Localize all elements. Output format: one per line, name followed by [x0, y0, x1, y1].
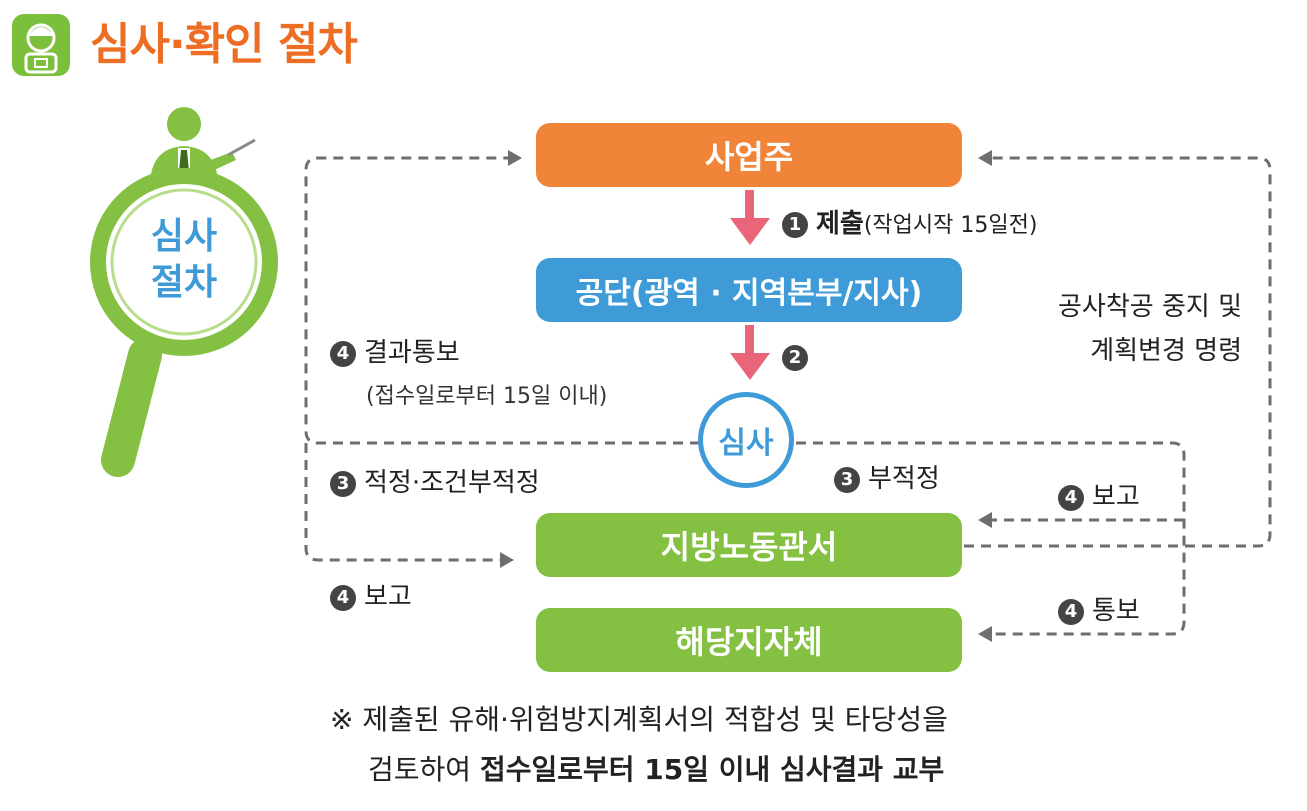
step-number-badge: 3 [834, 466, 860, 493]
magnifier-label-line2: 절차 [150, 262, 218, 303]
arrow-review [730, 325, 770, 380]
footnote-line2-normal: 검토하여 [368, 753, 480, 786]
report-right-label: 4 보고 [1058, 476, 1140, 513]
submit-sub: (작업시작 15일전) [863, 213, 1038, 238]
magnifier-icon [90, 168, 278, 477]
result-notice-text: 결과통보 [364, 338, 460, 368]
agency-box: 공단(광역 · 지역본부/지사) [536, 258, 962, 322]
report-left-label: 4 보고 [330, 576, 412, 613]
report-right-text: 보고 [1092, 482, 1140, 512]
notify-text: 통보 [1092, 596, 1140, 626]
step-number-badge: 4 [1058, 484, 1084, 511]
review-circle: 심사 [698, 392, 794, 488]
step2-label: 2 [782, 342, 816, 372]
submit-label: 1 제출(작업시작 15일전) [782, 203, 1037, 240]
magnifier-label: 심사 절차 [128, 214, 240, 306]
arrow-submit [730, 190, 770, 245]
order-label-line1: 공사착공 중지 및 [1058, 292, 1242, 322]
step-number-badge: 1 [782, 211, 808, 238]
owner-box: 사업주 [536, 123, 962, 187]
suitable-text: 적정·조건부적정 [364, 468, 540, 498]
labor-office-box: 지방노동관서 [536, 513, 962, 577]
submit-text: 제출 [816, 209, 864, 239]
footnote-line1: ※ 제출된 유해·위험방지계획서의 적합성 및 타당성을 [330, 703, 948, 736]
worker-helmet-icon [12, 14, 70, 76]
order-label-line2: 계획변경 명령 [1090, 336, 1242, 366]
step-number-badge: 4 [330, 340, 356, 367]
step-number-badge: 4 [330, 584, 356, 611]
report-left-text: 보고 [364, 582, 412, 612]
notify-label: 4 통보 [1058, 590, 1140, 627]
result-notice-sub: (접수일로부터 15일 이내) [366, 384, 608, 409]
step-number-badge: 3 [330, 470, 356, 497]
unsuitable-text: 부적정 [868, 464, 940, 494]
result-notice-label: 4 결과통보 [330, 332, 460, 369]
magnifier-label-line1: 심사 [150, 216, 218, 257]
step-number-badge: 4 [1058, 598, 1084, 625]
footnote-line2: 검토하여 접수일로부터 15일 이내 심사결과 교부 [368, 748, 944, 788]
page-title: 심사·확인 절차 [90, 19, 358, 70]
local-gov-box: 해당지자체 [536, 608, 962, 672]
step-number-badge: 2 [782, 344, 808, 371]
unsuitable-label: 3 부적정 [834, 458, 940, 495]
footnote-line2-bold: 접수일로부터 15일 이내 심사결과 교부 [479, 753, 945, 786]
suitable-label: 3 적정·조건부적정 [330, 462, 540, 499]
